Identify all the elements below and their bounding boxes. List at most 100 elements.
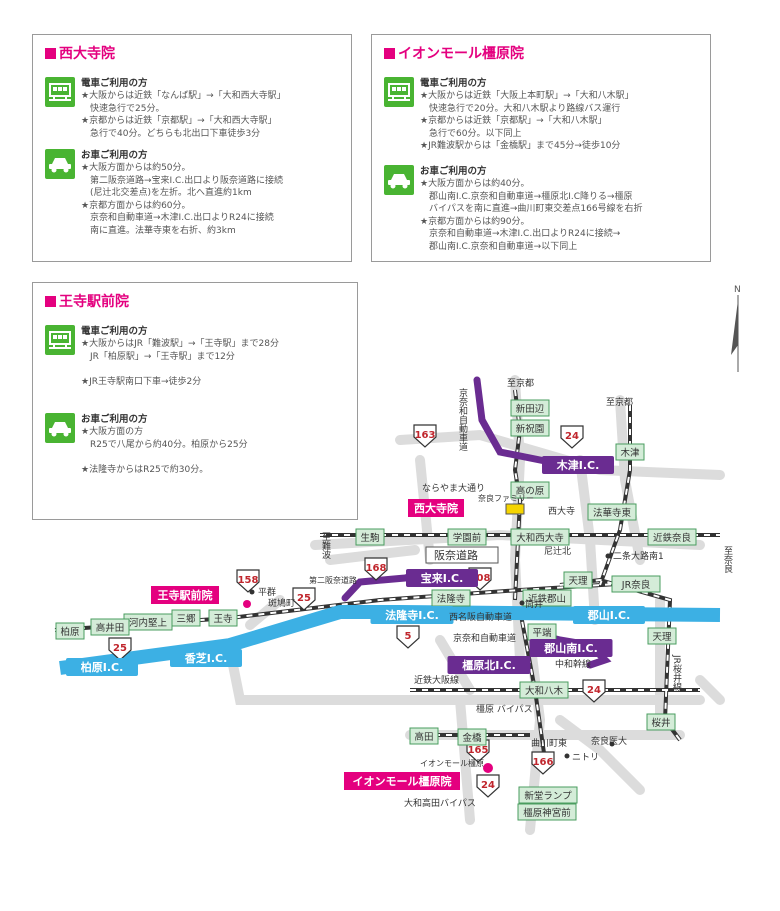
svg-text:5: 5 <box>405 631 412 642</box>
svg-text:三郷: 三郷 <box>176 614 196 625</box>
station: 王寺 <box>208 609 238 627</box>
route-shield-168: 168 <box>364 557 388 581</box>
train-icon <box>45 325 75 355</box>
station: 近鉄奈良 <box>647 528 697 546</box>
route-shield-166: 166 <box>531 751 555 775</box>
svg-text:至奈良: 至奈良 <box>722 546 733 574</box>
svg-text:高の原: 高の原 <box>516 485 545 497</box>
oji-marker <box>243 600 251 608</box>
route-shield-24: 24 <box>582 679 606 703</box>
box-title-kashihara: イオンモール橿原院 <box>384 43 524 63</box>
station: 高井田 <box>90 618 130 636</box>
info-box-nishiyamato: 西大寺院 電車ご利用の方 ★大阪からは近鉄「なんば駅」→「大和西大寺駅」 快速急… <box>32 34 352 262</box>
svg-text:宝来I.C.: 宝来I.C. <box>421 571 464 585</box>
svg-text:近鉄郡山: 近鉄郡山 <box>528 593 566 605</box>
station: 金橋 <box>457 728 487 746</box>
svg-text:河内堅上: 河内堅上 <box>129 617 168 629</box>
svg-text:25: 25 <box>113 643 127 654</box>
svg-text:158: 158 <box>238 575 259 586</box>
svg-text:166: 166 <box>533 757 554 768</box>
svg-text:郡山南I.C.: 郡山南I.C. <box>543 641 598 655</box>
svg-text:京奈和自動車道: 京奈和自動車道 <box>453 632 516 644</box>
info-box-kashihara: イオンモール橿原院 電車ご利用の方 ★大阪からは近鉄「大阪上本町駅」→「大和八木… <box>371 34 711 262</box>
station: 近鉄郡山 <box>522 589 572 607</box>
train-icon <box>45 77 75 107</box>
svg-text:橿原 バイパス: 橿原 バイパス <box>476 703 533 715</box>
svg-text:JR奈良: JR奈良 <box>621 579 651 591</box>
nishiyamato-marker <box>505 503 525 515</box>
svg-text:法隆寺I.C.: 法隆寺I.C. <box>385 608 439 622</box>
svg-text:近鉄大阪線: 近鉄大阪線 <box>414 674 459 686</box>
svg-text:24: 24 <box>565 431 579 442</box>
svg-text:新堂ランプ: 新堂ランプ <box>524 790 572 802</box>
box-title-nishiyamato: 西大寺院 <box>45 43 115 63</box>
svg-text:イオンモール橿原: イオンモール橿原 <box>420 758 484 768</box>
svg-text:桜井: 桜井 <box>651 717 670 729</box>
svg-text:至京都: 至京都 <box>606 396 633 408</box>
route-shield-25: 25 <box>108 637 132 661</box>
svg-text:法隆寺: 法隆寺 <box>437 593 466 605</box>
route-shield-5: 5 <box>396 625 420 649</box>
svg-text:学園前: 学園前 <box>453 532 482 544</box>
car-icon <box>45 413 75 443</box>
svg-text:天理: 天理 <box>568 576 588 587</box>
station: 法隆寺 <box>431 589 471 607</box>
svg-text:大和高田バイパス: 大和高田バイパス <box>404 797 476 809</box>
station: 桜井 <box>646 713 676 731</box>
interchanges: 木津I.C.宝来I.C.法隆寺I.C.郡山I.C.郡山南I.C.橿原北I.C.香… <box>66 456 645 676</box>
station: 法華寺東 <box>587 503 637 521</box>
svg-text:金橋: 金橋 <box>462 732 482 744</box>
station: 高の原 <box>510 481 550 499</box>
station: JR奈良 <box>611 575 661 593</box>
svg-text:近鉄奈良: 近鉄奈良 <box>653 532 692 544</box>
station: 橿原神宮前 <box>517 803 577 821</box>
svg-text:橿原北I.C.: 橿原北I.C. <box>462 658 516 672</box>
station: 新祝園 <box>510 419 550 437</box>
svg-text:二条大路南1: 二条大路南1 <box>613 550 664 562</box>
interchange: 法隆寺I.C. <box>370 606 454 624</box>
svg-text:ニトリ: ニトリ <box>572 753 599 763</box>
station: 河内堅上 <box>123 613 173 631</box>
svg-text:24: 24 <box>587 685 601 696</box>
station: 木津 <box>615 443 645 461</box>
svg-text:西大寺: 西大寺 <box>548 505 575 517</box>
svg-text:24: 24 <box>481 780 495 791</box>
svg-text:168: 168 <box>366 563 387 574</box>
route-shield-24: 24 <box>560 425 584 449</box>
interchange: 郡山I.C. <box>573 606 645 624</box>
info-box-oji: 王寺駅前院 電車ご利用の方 ★大阪からはJR「難波駅」→「王寺駅」まで28分 J… <box>32 282 358 520</box>
svg-text:高田: 高田 <box>414 731 433 743</box>
interchange: 宝来I.C. <box>406 569 478 587</box>
svg-text:奈良ファミリー: 奈良ファミリー <box>478 493 534 503</box>
svg-text:奈良医大: 奈良医大 <box>591 735 627 747</box>
svg-text:ならやま大通り: ならやま大通り <box>422 482 485 494</box>
svg-text:イオンモール橿原院: イオンモール橿原院 <box>353 774 452 788</box>
svg-text:JR桜井線: JR桜井線 <box>671 654 682 691</box>
svg-text:163: 163 <box>415 430 436 441</box>
svg-text:橿原神宮前: 橿原神宮前 <box>523 807 571 819</box>
route-shield-158: 158 <box>236 569 260 593</box>
stations: 新田辺新祝園木津高の原法華寺東生駒学園前大和西大寺近鉄奈良王寺三郷河内堅上高井田… <box>55 399 697 821</box>
svg-text:曲川町東: 曲川町東 <box>531 737 567 749</box>
svg-text:木津: 木津 <box>620 447 640 459</box>
svg-text:大和八木: 大和八木 <box>525 685 564 697</box>
svg-text:平端: 平端 <box>532 627 552 639</box>
route-shield-25: 25 <box>292 587 316 611</box>
svg-text:王寺: 王寺 <box>213 614 233 625</box>
interchange: 柏原I.C. <box>66 658 138 676</box>
car-icon <box>45 149 75 179</box>
svg-text:尼辻北: 尼辻北 <box>544 545 571 557</box>
station: 平端 <box>527 623 557 641</box>
svg-text:中和幹線: 中和幹線 <box>555 658 591 670</box>
svg-text:165: 165 <box>468 745 489 756</box>
interchange: 木津I.C. <box>542 456 614 474</box>
svg-text:天理: 天理 <box>652 632 672 643</box>
clinic-label: 西大寺院 <box>408 499 464 517</box>
svg-text:木津I.C.: 木津I.C. <box>556 458 600 472</box>
car-icon <box>384 165 414 195</box>
svg-text:新田辺: 新田辺 <box>516 403 545 415</box>
svg-text:至京都: 至京都 <box>507 377 534 389</box>
svg-text:大和西大寺: 大和西大寺 <box>516 532 564 544</box>
hanna-road-label: 阪奈道路 <box>425 546 499 564</box>
